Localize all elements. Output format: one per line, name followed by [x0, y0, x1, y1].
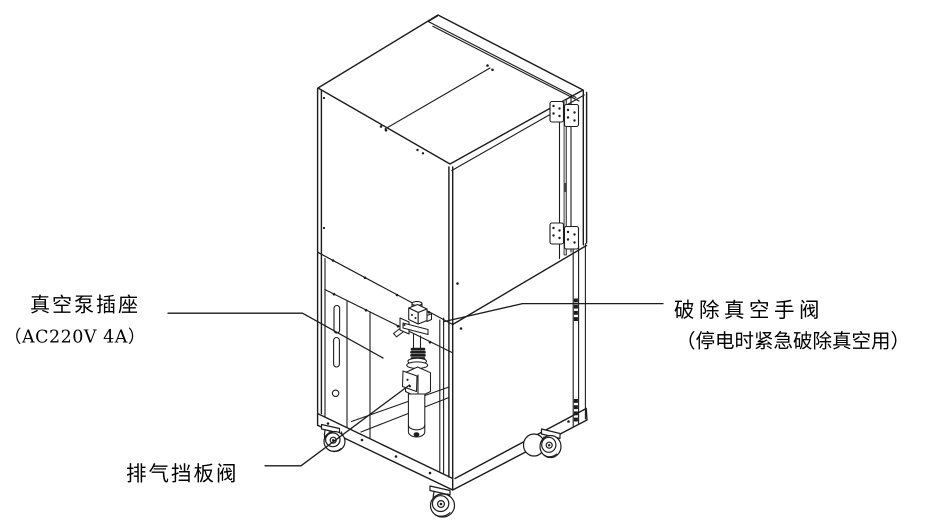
hinge-bottom-icon: [549, 222, 580, 250]
label-exhaust-baffle-valve: 排气挡板阀: [126, 462, 239, 486]
mid-seam-right: [452, 244, 588, 326]
label-vacuum-pump-socket-line2: （AC220V 4A）: [4, 328, 146, 348]
panel-hole: [331, 389, 340, 398]
caster-right: [522, 428, 562, 459]
hinge-top-icon: [549, 100, 580, 128]
panel-lines: [324, 95, 580, 474]
valve-port-right: [426, 313, 433, 323]
leader-exhaust-baffle-valve: [264, 384, 411, 467]
door-gap-mark: [564, 183, 567, 192]
mid-seam-left: [317, 251, 454, 326]
leader-lines: [167, 302, 664, 467]
valve-stub-pipe: [392, 327, 404, 338]
panel-verticals: [324, 257, 371, 440]
bellows: [410, 347, 426, 360]
slot-handle-1: [333, 304, 341, 334]
top-face: [317, 14, 584, 165]
top-door-strip: [427, 15, 580, 102]
bottom-edges: [316, 407, 588, 491]
baffle-plate: [401, 370, 418, 393]
leader-vacuum-break-valve: [443, 302, 664, 323]
leader-vacuum-pump-socket: [167, 312, 384, 359]
door-gap: [563, 99, 567, 256]
base-frame-brace: [350, 386, 450, 433]
screw-dots: [322, 64, 570, 475]
label-vacuum-pump-socket-line1: 真空泵插座: [30, 293, 140, 317]
label-vacuum-break-valve-line2: （停电时紧急破除真空用）: [676, 330, 910, 353]
vacuum-break-valve: [392, 300, 433, 350]
caster-front: [429, 485, 456, 518]
interior-post: [439, 317, 445, 474]
label-vacuum-break-valve-line1: 破除真空手阀: [674, 298, 824, 322]
valve-mount-plate: [402, 322, 429, 336]
front-edge: [448, 166, 454, 491]
lower-right-strip: [572, 245, 580, 428]
subpanel-seam: [324, 288, 453, 354]
exhaust-baffle-valve: [401, 347, 432, 438]
vent-slots: [573, 298, 578, 422]
top-seam: [384, 67, 491, 130]
left-edge: [316, 87, 323, 426]
labels: 真空泵插座 （AC220V 4A） 排气挡板阀 破除真空手阀 （停电时紧急破除真…: [4, 293, 910, 486]
right-back-edge-upper: [582, 89, 588, 246]
panel-features: [331, 304, 341, 398]
slot-handle-2: [333, 336, 340, 368]
baffle-cylinder: [407, 393, 426, 438]
